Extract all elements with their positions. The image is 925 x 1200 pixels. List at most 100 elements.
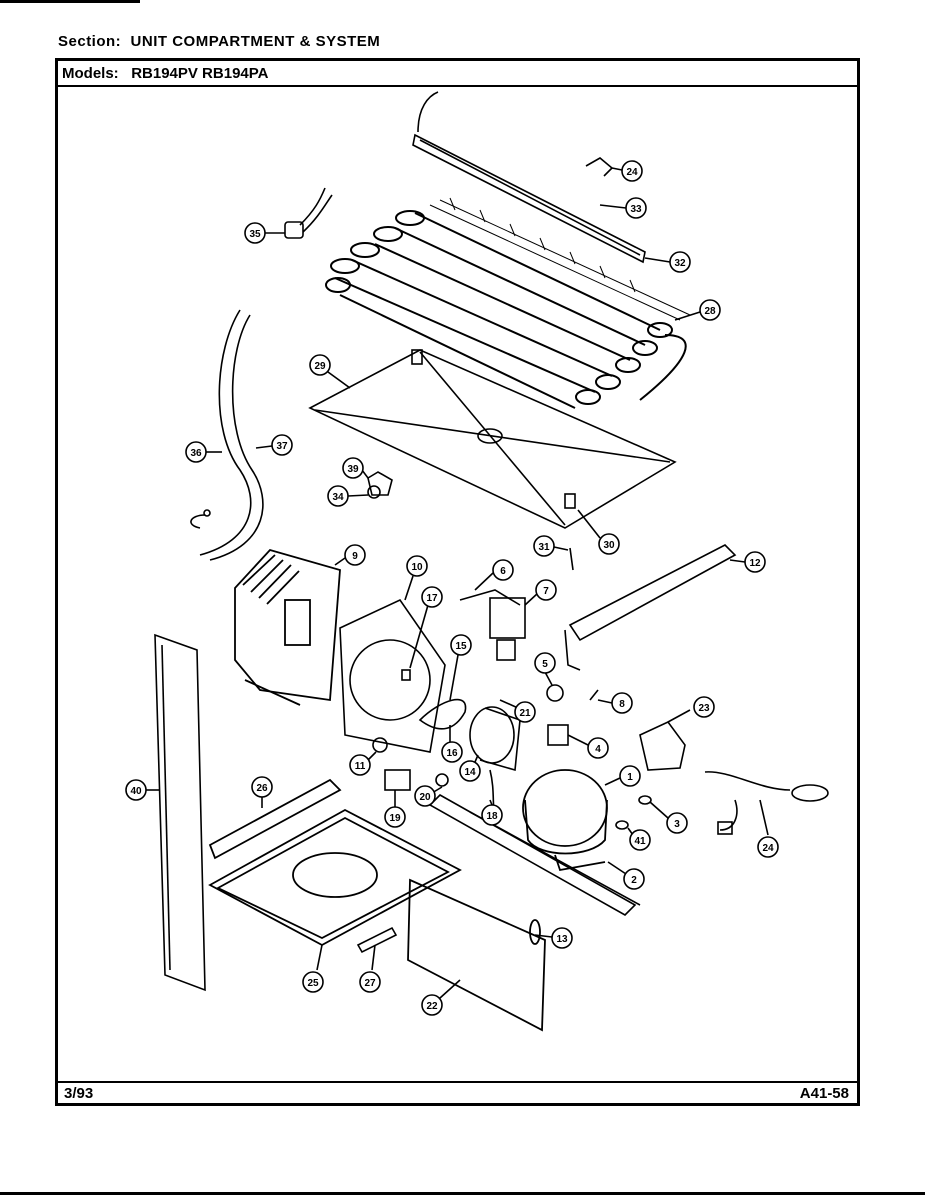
callout-label: 34: [332, 492, 344, 503]
callout-label: 11: [355, 761, 366, 772]
callout-13: 13: [534, 927, 573, 949]
callout-label: 40: [130, 786, 142, 797]
callout-label: 32: [674, 258, 686, 269]
callout-label: 41: [634, 836, 646, 847]
callout-label: 33: [630, 204, 642, 215]
grommet-part-2: [615, 820, 629, 830]
callout-label: 24: [762, 843, 774, 854]
tubing-top: [417, 91, 439, 133]
footer-page-code: A41-58: [799, 1085, 849, 1102]
coil-fins: [429, 197, 691, 321]
callout-label: 27: [364, 978, 376, 989]
callout-11: 11: [349, 751, 377, 776]
callout-4: 4: [567, 734, 609, 759]
callout-27: 27: [359, 944, 381, 993]
callout-label: 7: [543, 586, 549, 597]
models-value: RB194PV RB194PA: [131, 65, 269, 82]
start-relay-part: [372, 737, 449, 791]
footer-date: 3/93: [64, 1085, 94, 1102]
callout-16: 16: [441, 725, 463, 763]
base-pan-part: [208, 778, 462, 947]
grommet-part: [638, 795, 652, 805]
callout-15: 15: [449, 634, 472, 701]
access-panel-part: [407, 878, 546, 1032]
callout-label: 6: [500, 566, 506, 577]
callout-21: 21: [499, 699, 536, 723]
drip-tray-part: [412, 133, 646, 264]
callout-5: 5: [534, 652, 556, 686]
callout-label: 12: [749, 558, 761, 569]
bracket-part: [356, 926, 398, 954]
callout-22: 22: [421, 979, 461, 1016]
drain-pan-part: [308, 349, 677, 529]
callout-label: 29: [314, 361, 326, 372]
condenser-part: [234, 548, 341, 706]
callout-label: 23: [698, 703, 710, 714]
diagram-frame: Models: RB194PV RB194PA 3/93 A41-58: [55, 58, 860, 1106]
tubing-assembly-part: [190, 309, 264, 561]
callout-14: 14: [459, 754, 481, 782]
capacitor-part: [639, 720, 686, 771]
callout-19: 19: [384, 790, 406, 828]
callout-label: 31: [538, 542, 550, 553]
section-heading: Section: UNIT COMPARTMENT & SYSTEM: [58, 33, 380, 50]
compressor-part: [522, 769, 608, 872]
callout-28: 28: [674, 299, 721, 321]
callout-31: 31: [533, 535, 569, 557]
callout-9: 9: [334, 544, 366, 566]
bottom-rule: [0, 1192, 925, 1195]
relay-overload-part: [546, 684, 599, 746]
section-label: Section:: [58, 33, 122, 50]
callout-label: 39: [347, 464, 359, 475]
callout-35: 35: [244, 222, 285, 244]
callout-34: 34: [327, 485, 369, 507]
callout-1: 1: [604, 765, 641, 787]
fan-motor-part: [418, 698, 521, 821]
evaporator-coil-part: [325, 210, 687, 409]
callout-label: 2: [631, 875, 637, 886]
callout-39: 39: [342, 457, 369, 479]
section-value: UNIT COMPARTMENT & SYSTEM: [130, 33, 381, 50]
callout-29: 29: [309, 354, 351, 389]
power-cord-part: [704, 771, 829, 835]
callout-24-top: 24: [611, 160, 643, 182]
screw-part: [569, 547, 574, 571]
mounting-rail-part: [428, 794, 641, 916]
callout-label: 37: [276, 441, 288, 452]
side-panel-part: [154, 633, 206, 992]
callout-label: 13: [556, 934, 568, 945]
callout-label: 3: [674, 819, 680, 830]
callout-label: 28: [704, 306, 716, 317]
callout-label: 30: [603, 540, 615, 551]
support-shelf-part: [564, 544, 737, 671]
callout-33: 33: [599, 197, 647, 219]
callout-label: 21: [519, 708, 531, 719]
callout-label: 9: [352, 551, 358, 562]
footer-row: 3/93 A41-58: [58, 1081, 857, 1103]
callout-6: 6: [474, 559, 514, 591]
callout-label: 5: [542, 659, 548, 670]
callout-label: 26: [256, 783, 268, 794]
callout-32: 32: [644, 251, 691, 273]
callout-label: 8: [619, 699, 625, 710]
callout-20: 20: [414, 785, 443, 807]
models-label: Models:: [62, 65, 119, 82]
callout-label: 36: [190, 448, 202, 459]
callout-24-cord: 24: [757, 799, 779, 858]
callout-25: 25: [302, 944, 324, 993]
callout-18: 18: [481, 799, 503, 826]
callout-label: 24: [626, 167, 638, 178]
models-row: Models: RB194PV RB194PA: [58, 61, 857, 87]
callout-label: 18: [486, 811, 498, 822]
callout-12: 12: [729, 551, 766, 573]
callout-label: 22: [426, 1001, 438, 1012]
callout-markers: 24 33 32 35 28 29 36 37 39 34 31 30 9 10…: [125, 160, 779, 1016]
callout-label: 1: [627, 772, 633, 783]
callout-40: 40: [125, 779, 160, 801]
callout-label: 35: [249, 229, 261, 240]
callout-label: 14: [464, 767, 476, 778]
callout-26: 26: [251, 776, 273, 808]
callout-label: 25: [307, 978, 319, 989]
top-rule: [0, 0, 140, 3]
